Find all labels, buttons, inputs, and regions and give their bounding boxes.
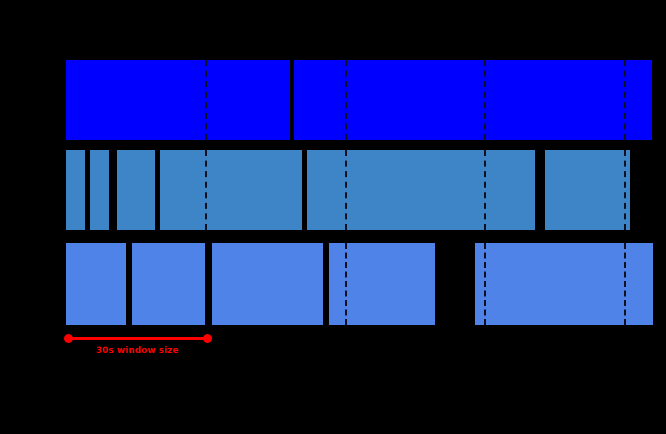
timeline-segment: [212, 243, 323, 325]
timeline-segment: [132, 243, 205, 325]
annotation-span-line: [68, 337, 207, 340]
timeline-segment: [66, 243, 126, 325]
annotation-start-marker: [64, 334, 73, 343]
annotation-label: 30s window size: [96, 346, 179, 356]
window-boundary-divider: [484, 150, 487, 230]
timeline-segment: [475, 243, 653, 325]
timeline-segment: [545, 150, 630, 230]
window-boundary-divider: [344, 60, 347, 140]
window-boundary-divider: [624, 243, 627, 325]
timeline-segment: [160, 150, 302, 230]
timeline-track-row-3: [0, 243, 666, 325]
window-boundary-divider: [484, 243, 487, 325]
timeline-track-row-1: [0, 60, 666, 140]
window-boundary-divider: [204, 60, 207, 140]
timeline-segment: [66, 150, 85, 230]
window-boundary-divider: [484, 60, 487, 140]
timeline-segment: [117, 150, 155, 230]
window-boundary-divider: [624, 150, 627, 230]
timeline-segment: [294, 60, 652, 140]
annotation-end-marker: [203, 334, 212, 343]
window-size-annotation: [0, 334, 666, 347]
timeline-segment: [66, 60, 290, 140]
window-boundary-divider: [204, 150, 207, 230]
timeline-segment: [307, 150, 535, 230]
window-boundary-divider: [344, 243, 347, 325]
timeline-segment: [90, 150, 109, 230]
timeline-track-row-2: [0, 150, 666, 230]
window-boundary-divider: [344, 150, 347, 230]
window-boundary-divider: [624, 60, 627, 140]
timeline-segment: [329, 243, 435, 325]
